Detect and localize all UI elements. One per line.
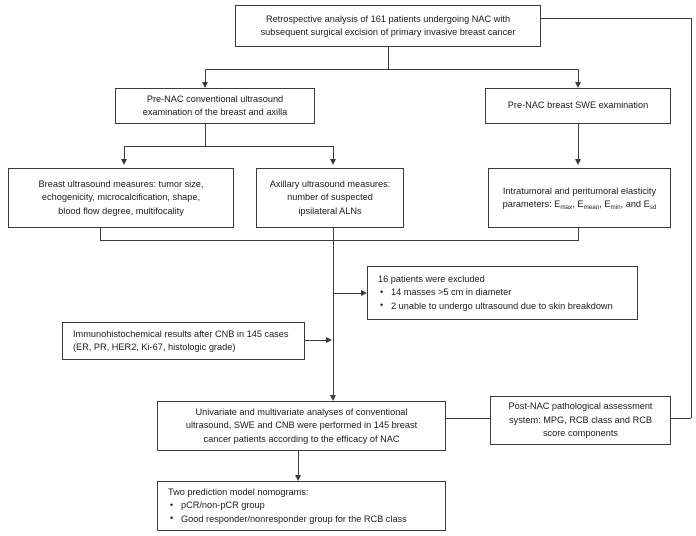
arrowhead-breast-measures (120, 159, 127, 165)
connector-post-nac-to-analyses (446, 418, 490, 419)
box-analyses-line1: Univariate and multivariate analyses of … (195, 406, 408, 417)
box-elasticity-parameters: Intratumoral and peritumoral elasticity … (488, 168, 671, 228)
box-post-nac-line1: Post-NAC pathological assessment (508, 401, 653, 412)
box-pre-nac-swe: Pre-NAC breast SWE examination (485, 88, 671, 124)
connector-to-pre-nac-us (205, 69, 206, 82)
box-axillary-measures-line2: number of suspected (287, 192, 373, 203)
list-item: 2 unable to undergo ultrasound due to sk… (378, 299, 627, 314)
connector-to-breast-measures (124, 146, 125, 159)
connector-main-spine (333, 240, 334, 395)
box-analyses-line3: cancer patients according to the efficac… (203, 433, 400, 444)
box-immunohistochemical-results: Immunohistochemical results after CNB in… (62, 322, 305, 360)
box-cohort: Retrospective analysis of 161 patients u… (235, 5, 541, 47)
nomograms-list: pCR/non-pCR group Good responder/nonresp… (168, 499, 435, 526)
elasticity-sep-1: , E (572, 199, 584, 209)
box-analyses-line2: ultrasound, SWE and CNB were performed i… (185, 420, 418, 431)
connector-swe-to-elasticity (578, 124, 579, 159)
box-breast-measures-line1: Breast ultrasound measures: tumor size, (38, 178, 204, 189)
box-excluded-patients: 16 patients were excluded 14 masses >5 c… (367, 266, 638, 320)
excluded-list: 14 masses >5 cm in diameter 2 unable to … (378, 286, 627, 313)
box-cohort-line1: Retrospective analysis of 161 patients u… (265, 13, 511, 24)
box-post-nac-line2: system: MPG, RCB class and RCB (509, 414, 652, 425)
box-post-nac-line3: score components (542, 428, 619, 439)
connector-ihc-to-spine (305, 340, 327, 341)
box-ihc-line1: Immunohistochemical results after CNB in… (73, 328, 289, 339)
connector-to-pre-nac-swe (578, 69, 579, 82)
box-breast-measures-line3: blood flow degree, multifocality (58, 205, 184, 216)
arrowhead-pre-nac-us (201, 82, 208, 88)
box-post-nac-pathological-assessment: Post-NAC pathological assessment system:… (490, 396, 671, 445)
connector-to-axillary-measures (333, 146, 334, 159)
box-axillary-ultrasound-measures: Axillary ultrasound measures: number of … (256, 168, 404, 228)
box-pre-nac-us-line2: examination of the breast and axilla (142, 107, 288, 117)
connector-breast-measures-down (100, 228, 101, 240)
connector-us-split-bar (124, 146, 333, 147)
list-item: Good responder/nonresponder group for th… (168, 512, 435, 527)
box-breast-measures-line2: echogenicity, microcalcification, shape, (41, 192, 201, 203)
connector-pre-nac-us-down (205, 124, 206, 146)
connector-right-rail (691, 18, 692, 418)
box-breast-ultrasound-measures: Breast ultrasound measures: tumor size, … (8, 168, 234, 228)
arrowhead-elasticity (574, 159, 581, 165)
connector-axillary-measures-down (333, 228, 334, 240)
box-prediction-nomograms: Two prediction model nomograms: pCR/non-… (157, 481, 446, 531)
elasticity-sep-2: , E (599, 199, 611, 209)
elasticity-sub-min: min (610, 204, 621, 211)
elasticity-sub-max: max (560, 204, 573, 211)
list-item: pCR/non-pCR group (168, 499, 435, 513)
arrowhead-nomograms (294, 475, 301, 481)
connector-elasticity-down (578, 228, 579, 240)
box-pre-nac-swe-line1: Pre-NAC breast SWE examination (507, 100, 649, 111)
box-ihc-line2: (ER, PR, HER2, Ki-67, histologic grade) (73, 342, 236, 352)
box-cohort-line2: subsequent surgical excision of primary … (260, 27, 516, 37)
elasticity-sep-3: , and E (620, 199, 650, 209)
elasticity-sub-mean: mean (583, 204, 600, 211)
arrowhead-excluded (361, 289, 367, 296)
elasticity-sub-sd: sd (649, 204, 657, 211)
connector-elasticity-merge-bar (333, 240, 579, 241)
box-axillary-measures-line1: Axillary ultrasound measures: (269, 178, 391, 189)
arrowhead-pre-nac-swe (574, 82, 581, 88)
connector-us-merge-bar (100, 240, 334, 241)
box-elasticity-line1: Intratumoral and peritumoral elasticity (502, 185, 657, 196)
elasticity-label-prefix: parameters: E (502, 199, 561, 209)
connector-row2-split-bar (205, 69, 578, 70)
box-axillary-measures-line3: ipsilateral ALNs (298, 205, 362, 216)
connector-cohort-down (388, 47, 389, 69)
list-item: 14 masses >5 cm in diameter (378, 286, 627, 300)
box-univariate-multivariate-analyses: Univariate and multivariate analyses of … (157, 401, 446, 451)
connector-cohort-to-right-rail (541, 18, 691, 19)
connector-analyses-to-nomograms (298, 451, 299, 475)
box-pre-nac-us-line1: Pre-NAC conventional ultrasound (146, 93, 284, 104)
box-pre-nac-conventional-ultrasound: Pre-NAC conventional ultrasound examinat… (115, 88, 315, 124)
connector-spine-to-excluded (333, 293, 361, 294)
arrowhead-ihc-into-spine (326, 336, 332, 343)
arrowhead-analyses (329, 395, 336, 401)
nomograms-header: Two prediction model nomograms: (168, 486, 309, 497)
arrowhead-axillary-measures (329, 159, 336, 165)
excluded-header: 16 patients were excluded (378, 273, 485, 284)
box-elasticity-line2: parameters: Emax, Emean, Emin, and Esd (497, 198, 662, 212)
